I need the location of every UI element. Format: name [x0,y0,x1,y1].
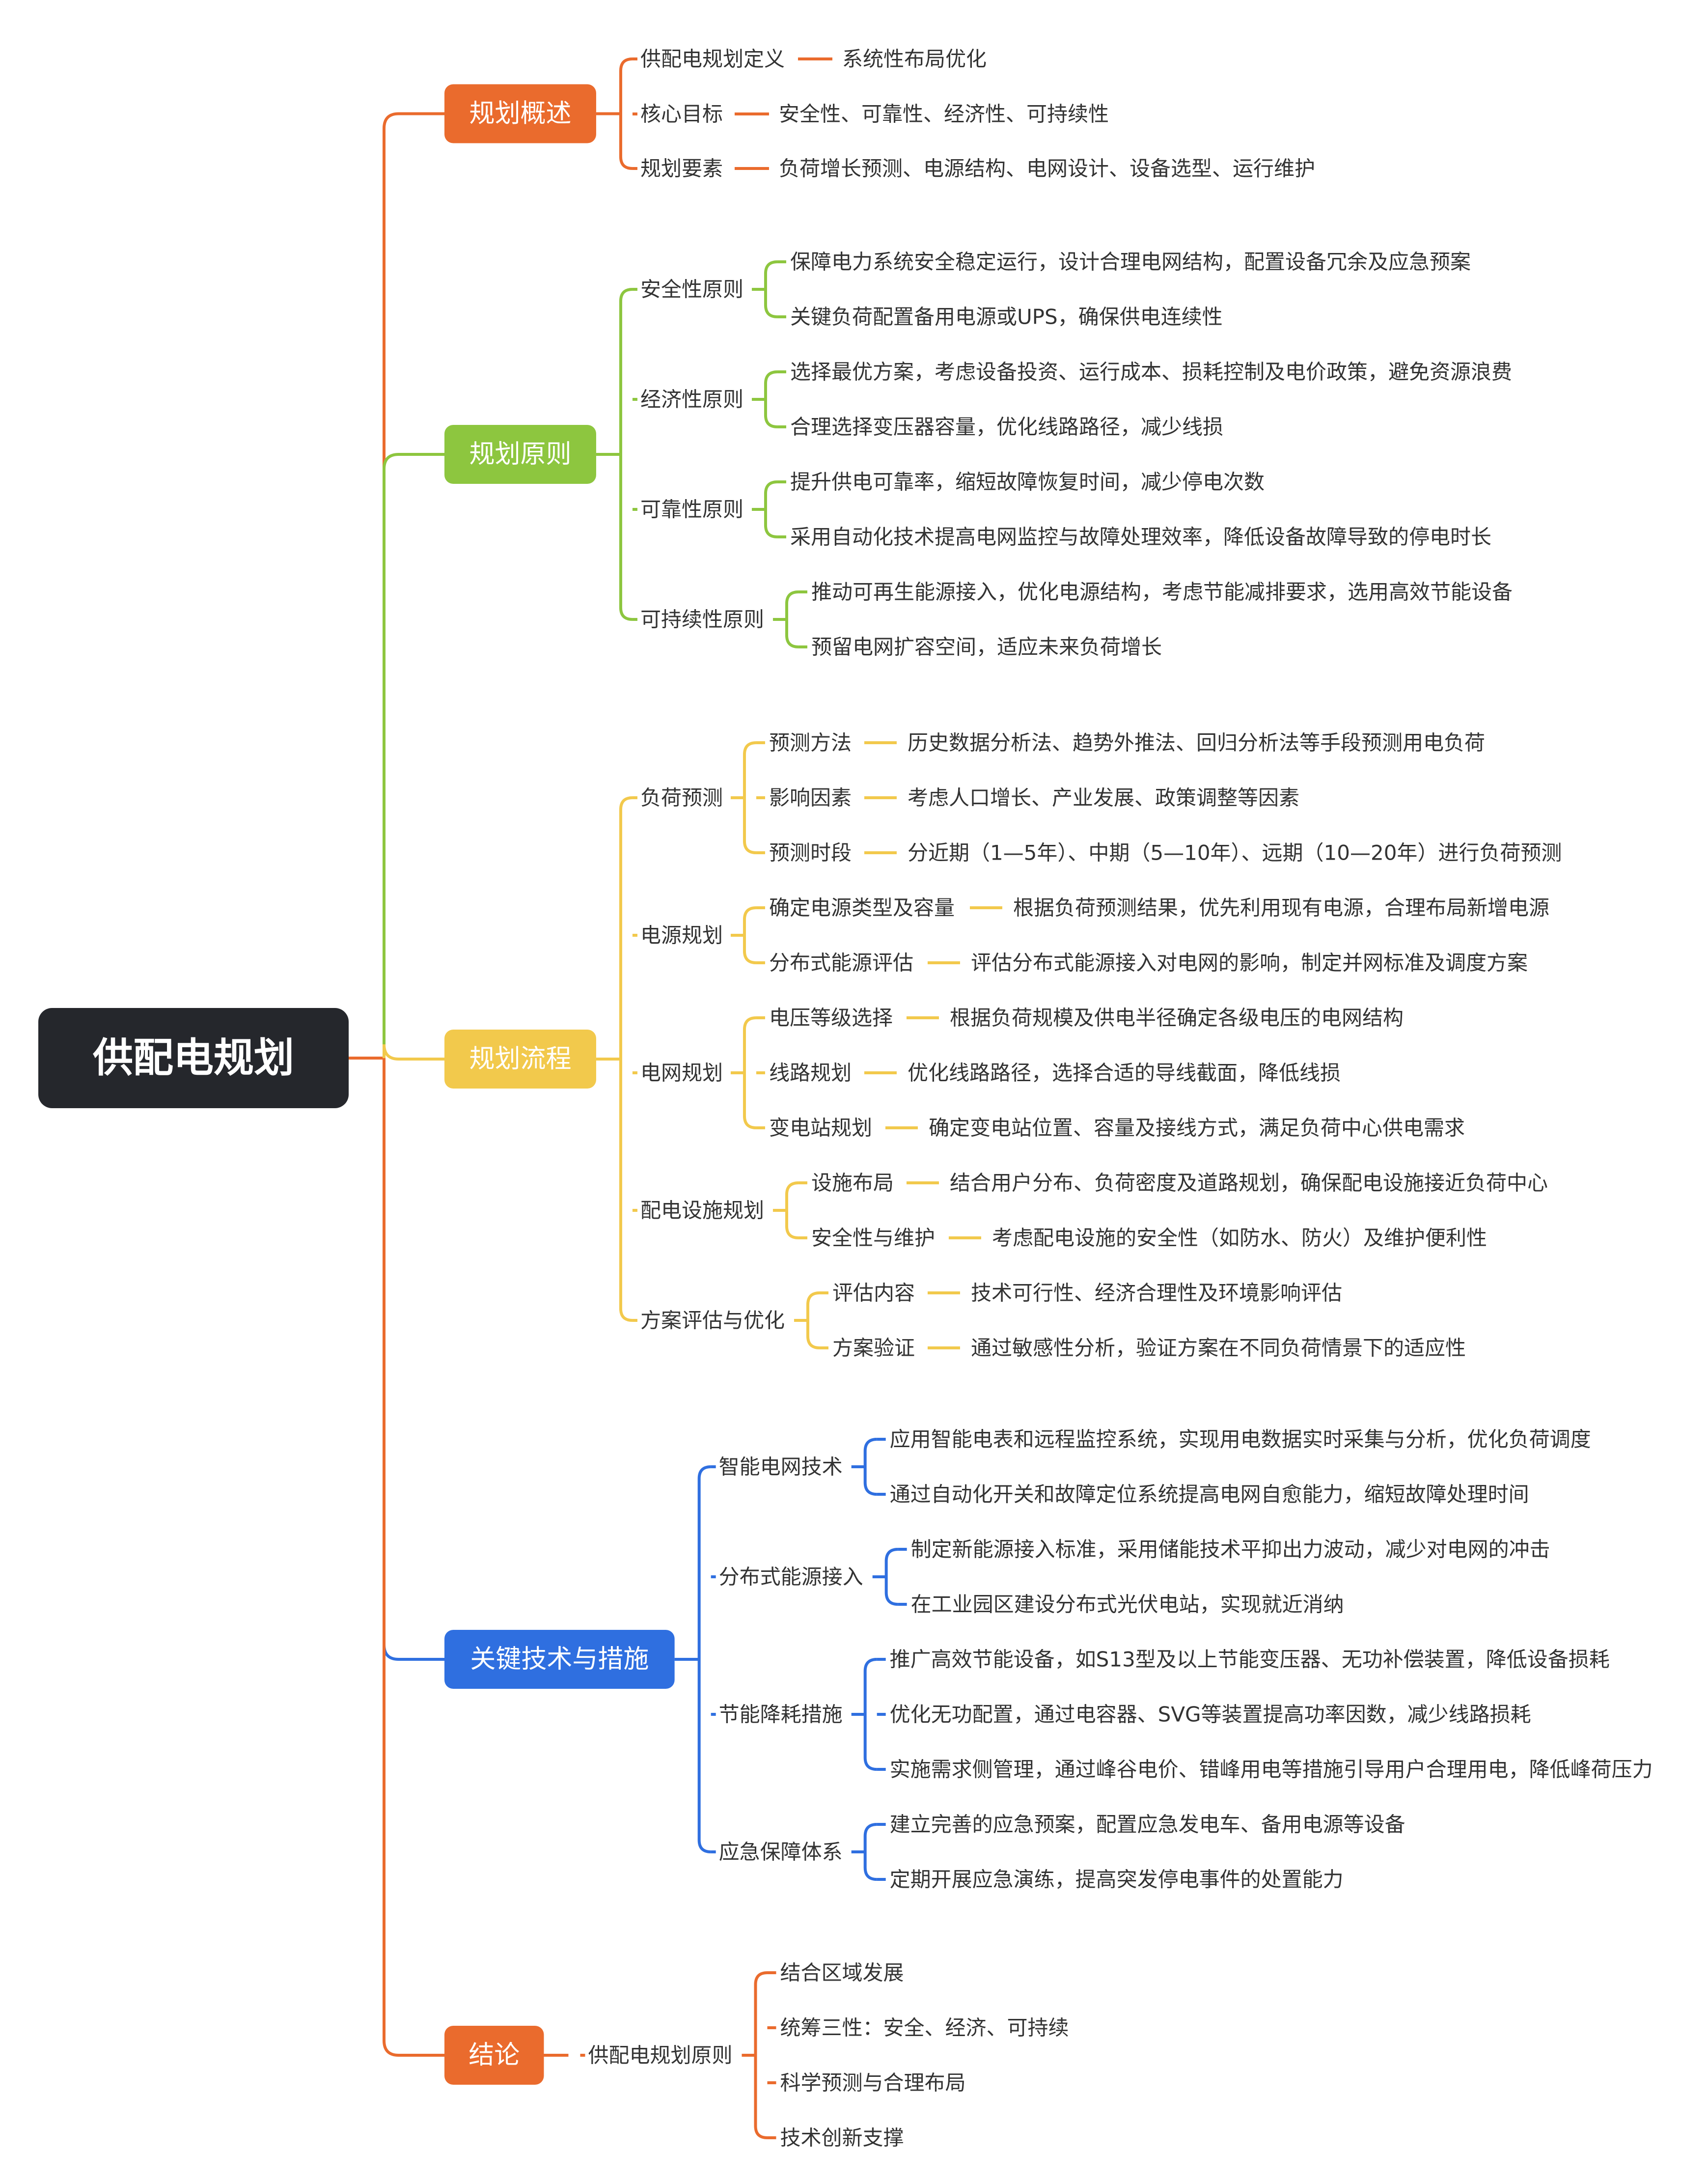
subtopic-node: 预测时段 [769,841,852,865]
branch-node[interactable] [444,425,596,484]
branch-node[interactable] [444,84,596,143]
leaf-node: 技术创新支撑 [780,2126,904,2150]
subtopic-node: 预测方法 [769,731,852,755]
subtopic-node: 电压等级选择 [769,1006,893,1030]
topic-node: 安全性原则 [640,278,744,302]
subtopic-node: 设施布局 [811,1171,894,1195]
leaf-node: 提升供电可靠率，缩短故障恢复时间，减少停电次数 [790,470,1265,494]
topic-node: 应急保障体系 [719,1840,843,1864]
branch-node[interactable] [444,1630,675,1689]
subtopic-node: 评估内容 [832,1281,915,1305]
leaf-node: 确定变电站位置、容量及接线方式，满足负荷中心供电需求 [929,1116,1465,1140]
leaf-node: 选择最优方案，考虑设备投资、运行成本、损耗控制及电价政策，避免资源浪费 [790,360,1512,384]
topic-node: 负荷预测 [640,786,723,810]
leaf-node: 推动可再生能源接入，优化电源结构，考虑节能减排要求，选用高效节能设备 [811,580,1513,604]
leaf-node: 结合区域发展 [780,1961,904,1985]
branch-label: 结论 [468,2041,520,2070]
leaf-node: 科学预测与合理布局 [780,2071,965,2095]
subtopic-node: 安全性与维护 [811,1226,935,1250]
leaf-node: 建立完善的应急预案，配置应急发电车、备用电源等设备 [890,1813,1405,1837]
topic-node: 规划要素 [640,157,723,181]
root-title: 供配电规划 [93,1035,294,1082]
leaf-node: 根据负荷预测结果，优先利用现有电源，合理布局新增电源 [1013,896,1549,920]
subtopic-node: 方案验证 [832,1336,915,1360]
leaf-node: 定期开展应急演练，提高突发停电事件的处置能力 [890,1868,1344,1892]
branch-node[interactable] [444,2026,544,2085]
topic-node: 分布式能源接入 [719,1565,863,1589]
topic-node: 配电设施规划 [640,1199,764,1223]
subtopic-node: 线路规划 [769,1061,852,1085]
topic-node: 节能降耗措施 [719,1703,843,1727]
subtopic-node: 确定电源类型及容量 [769,896,955,920]
topic-node: 可靠性原则 [640,498,744,522]
leaf-node: 保障电力系统安全稳定运行，设计合理电网结构，配置设备冗余及应急预案 [790,250,1471,274]
leaf-node: 优化线路路径，选择合适的导线截面，降低线损 [908,1061,1341,1085]
leaf-node: 评估分布式能源接入对电网的影响，制定并网标准及调度方案 [971,951,1528,975]
branch-label: 规划原则 [469,440,571,469]
leaf-node: 制定新能源接入标准，采用储能技术平抑出力波动，减少对电网的冲击 [911,1538,1550,1562]
subtopic-node: 分布式能源评估 [769,951,913,975]
leaf-node: 采用自动化技术提高电网监控与故障处理效率，降低设备故障导致的停电时长 [790,525,1491,549]
topic-node: 可持续性原则 [640,608,764,632]
branch-label: 规划概述 [469,99,571,129]
leaf-node: 分近期（1—5年）、中期（5—10年）、远期（10—20年）进行负荷预测 [908,841,1562,865]
leaf-node: 历史数据分析法、趋势外推法、回归分析法等手段预测用电负荷 [908,731,1485,755]
leaf-node: 关键负荷配置备用电源或UPS，确保供电连续性 [790,305,1223,329]
topic-node: 供配电规划原则 [588,2043,732,2068]
topic-node: 电源规划 [640,923,723,948]
leaf-node: 通过自动化开关和故障定位系统提高电网自愈能力，缩短故障处理时间 [890,1482,1529,1507]
leaf-node: 实施需求侧管理，通过峰谷电价、错峰用电等措施引导用户合理用电，降低峰荷压力 [890,1758,1653,1782]
leaf-node: 在工业园区建设分布式光伏电站，实现就近消纳 [911,1593,1344,1617]
connectors [349,57,1002,2139]
leaf-node: 结合用户分布、负荷密度及道路规划，确保配电设施接近负荷中心 [950,1171,1548,1195]
leaf-node: 负荷增长预测、电源结构、电网设计、设备选型、运行维护 [779,157,1315,181]
leaf-node: 技术可行性、经济合理性及环境影响评估 [971,1281,1342,1305]
leaf-node: 统筹三性：安全、经济、可持续 [780,2016,1069,2040]
leaf-node: 优化无功配置，通过电容器、SVG等装置提高功率因数，减少线路损耗 [890,1703,1531,1727]
topic-node: 电网规划 [640,1061,723,1085]
root-node[interactable] [38,1008,349,1108]
branch-node[interactable] [444,1030,596,1089]
leaf-node: 根据负荷规模及供电半径确定各级电压的电网结构 [950,1006,1404,1030]
leaf-node: 应用智能电表和远程监控系统，实现用电数据实时采集与分析，优化负荷调度 [890,1427,1591,1452]
leaf-node: 预留电网扩容空间，适应未来负荷增长 [811,635,1162,659]
leaf-node: 推广高效节能设备，如S13型及以上节能变压器、无功补偿装置，降低设备损耗 [890,1648,1610,1672]
topic-node: 核心目标 [640,102,723,126]
subtopic-node: 变电站规划 [769,1116,872,1140]
branch-label: 规划流程 [469,1044,571,1074]
leaf-node: 合理选择变压器容量，优化线路路径，减少线损 [790,415,1223,439]
leaf-node: 考虑配电设施的安全性（如防水、防火）及维护便利性 [992,1226,1487,1250]
topic-node: 经济性原则 [640,388,744,412]
leaf-node: 考虑人口增长、产业发展、政策调整等因素 [908,786,1299,810]
leaf-node: 通过敏感性分析，验证方案在不同负荷情景下的适应性 [971,1336,1466,1360]
branch-label: 关键技术与措施 [470,1645,649,1674]
topic-node: 智能电网技术 [719,1455,843,1479]
leaf-node: 安全性、可靠性、经济性、可持续性 [779,102,1109,126]
topic-node: 供配电规划定义 [640,47,785,71]
subtopic-node: 影响因素 [769,786,852,810]
topic-node: 方案评估与优化 [640,1309,785,1333]
leaf-node: 系统性布局优化 [842,47,987,71]
